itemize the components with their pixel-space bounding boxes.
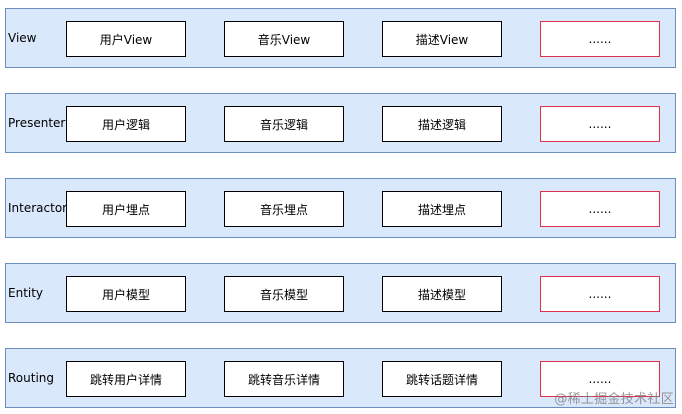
cell-music-model: 音乐模型: [224, 276, 344, 312]
cell-music-tracking: 音乐埋点: [224, 191, 344, 227]
layer-label-entity: Entity: [8, 286, 44, 300]
layer-interactor: Interactor 用户埋点 音乐埋点 描述埋点 ......: [5, 178, 676, 238]
layer-label-interactor: Interactor: [8, 201, 68, 215]
cell-description-view: 描述View: [382, 21, 502, 57]
cell-route-music-detail: 跳转音乐详情: [224, 361, 344, 397]
layer-entity: Entity 用户模型 音乐模型 描述模型 ......: [5, 263, 676, 323]
cell-description-model: 描述模型: [382, 276, 502, 312]
cell-more-entity: ......: [540, 276, 660, 312]
cell-route-user-detail: 跳转用户详情: [66, 361, 186, 397]
cell-user-tracking: 用户埋点: [66, 191, 186, 227]
cell-user-view: 用户View: [66, 21, 186, 57]
layer-label-presenter: Presenter: [8, 116, 66, 130]
layer-view: View 用户View 音乐View 描述View ......: [5, 8, 676, 68]
layer-routing: Routing 跳转用户详情 跳转音乐详情 跳转话题详情 ......: [5, 348, 676, 408]
cell-more-interactor: ......: [540, 191, 660, 227]
cell-music-logic: 音乐逻辑: [224, 106, 344, 142]
cell-music-view: 音乐View: [224, 21, 344, 57]
cell-user-logic: 用户逻辑: [66, 106, 186, 142]
cell-more-presenter: ......: [540, 106, 660, 142]
cell-route-topic-detail: 跳转话题详情: [382, 361, 502, 397]
cell-description-logic: 描述逻辑: [382, 106, 502, 142]
cell-user-model: 用户模型: [66, 276, 186, 312]
cell-description-tracking: 描述埋点: [382, 191, 502, 227]
cell-more-view: ......: [540, 21, 660, 57]
layer-label-view: View: [8, 31, 37, 45]
cell-more-routing: ......: [540, 361, 660, 397]
layer-presenter: Presenter 用户逻辑 音乐逻辑 描述逻辑 ......: [5, 93, 676, 153]
layer-label-routing: Routing: [8, 371, 55, 385]
